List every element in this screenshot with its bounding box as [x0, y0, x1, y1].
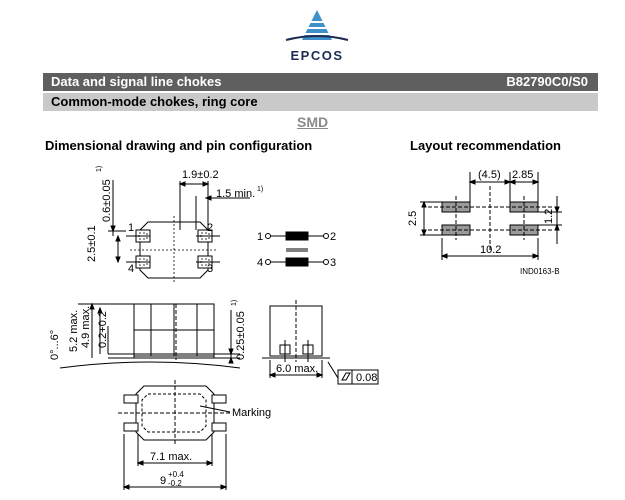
dim-left-vertical: 0.6±0.05 [101, 179, 113, 222]
section-dimensional-title: Dimensional drawing and pin configuratio… [45, 138, 313, 153]
layout-dim-right: 1.2 [543, 209, 555, 224]
schematic-pin-1: 1 [257, 231, 263, 243]
subtitle-bar: Common-mode chokes, ring core [43, 93, 598, 111]
dim-side-width: 6.0 max. [276, 363, 318, 375]
dim-standoff: 0.2+0.2 [97, 311, 109, 348]
epcos-logo-icon [285, 10, 349, 41]
dim-pitch: 2.5±0.1 [86, 225, 98, 262]
footnote-1c: 1) [231, 300, 238, 306]
layout-dim-total: 10.2 [480, 244, 501, 256]
schematic-symbol [265, 231, 329, 267]
flatness-value: 0.08 [356, 372, 377, 384]
product-subtitle: Common-mode chokes, ring core [51, 94, 258, 109]
pin-label-4: 4 [128, 263, 134, 275]
brand-name: EPCOS [290, 48, 344, 63]
product-category: Data and signal line chokes [51, 74, 222, 89]
drawing-reference: IND0163-B [520, 267, 560, 276]
dim-total-length: 9 [160, 475, 166, 487]
dim-total-tol-minus: -0.2 [168, 479, 182, 488]
layout-dim-gap: (4.5) [478, 169, 501, 181]
bottom-view [118, 380, 232, 446]
footnote-1b: 1) [96, 166, 103, 172]
top-view [126, 216, 220, 284]
layout-dim-pad: 2.85 [512, 169, 533, 181]
pin-label-3: 3 [207, 263, 213, 275]
package-label: SMD [297, 114, 329, 130]
schematic-pin-3: 3 [330, 257, 336, 269]
dim-total-tol-plus: +0.4 [168, 470, 184, 479]
pin-label-1: 1 [128, 222, 134, 234]
dim-min-length: 1.5 min. [216, 188, 255, 200]
part-number: B82790C0/S0 [506, 74, 588, 89]
dim-body-length: 7.1 max. [150, 451, 192, 463]
epcos-logo: EPCOS [282, 8, 352, 66]
front-view [59, 303, 241, 369]
dim-height-max: 5.2 max. [68, 310, 80, 352]
schematic-pin-2: 2 [330, 231, 336, 243]
dim-lead-thickness: 0.25±0.05 [235, 311, 247, 360]
dim-top-pad-width: 1.9±0.2 [182, 169, 219, 181]
section-layout-title: Layout recommendation [410, 138, 561, 153]
title-bar: Data and signal line chokes B82790C0/S0 [43, 73, 598, 91]
side-view [262, 300, 330, 362]
layout-dim-left: 2.5 [407, 211, 419, 226]
dim-angle: 0°...6° [49, 330, 61, 360]
schematic-pin-4: 4 [257, 257, 263, 269]
footnote-1: 1) [257, 186, 263, 193]
pin-label-2: 2 [207, 222, 213, 234]
dim-body-max: 4.9 max. [80, 306, 92, 348]
marking-label: Marking [232, 407, 271, 419]
layout-view [420, 172, 562, 260]
